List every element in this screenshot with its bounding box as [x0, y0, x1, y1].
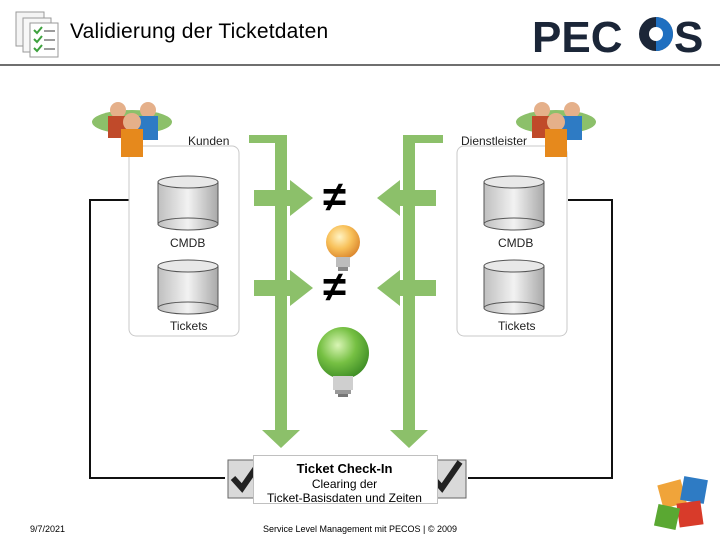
not-equal-symbol: ≠ — [323, 263, 347, 310]
customer-tickets-label: Tickets — [170, 319, 208, 333]
checklist-documents-icon — [15, 11, 59, 58]
customer-label: Kunden — [188, 134, 230, 148]
footer-date: 9/7/2021 — [30, 524, 66, 534]
checkin-title: Ticket Check-In — [296, 461, 393, 476]
customer-cmdb-database-icon — [157, 175, 219, 231]
checkin-subtitle-line2: Ticket-Basisdaten und Zeiten — [267, 491, 422, 505]
customer-tickets-database-icon — [157, 259, 219, 315]
connector-lines — [89, 199, 613, 479]
puzzle-icon — [653, 476, 708, 531]
customer-cmdb-label: CMDB — [170, 236, 206, 250]
customer-group-icon — [92, 102, 172, 157]
provider-cmdb-label: CMDB — [498, 236, 534, 250]
svg-text:PEC: PEC — [532, 13, 622, 62]
page-title: Validierung der Ticketdaten — [70, 20, 329, 43]
pecos-logo: PEC S — [532, 13, 703, 62]
orange-bulb-icon — [326, 225, 360, 271]
provider-group-icon — [516, 102, 596, 157]
not-equal-symbol: ≠ — [323, 173, 347, 220]
ticket-checkin-box — [253, 455, 438, 504]
provider-tickets-label: Tickets — [498, 319, 536, 333]
green-bulb-icon — [317, 327, 369, 397]
provider-label: Dienstleister — [461, 134, 528, 148]
compare-arrows — [254, 180, 436, 306]
provider-tickets-database-icon — [483, 259, 545, 315]
footer-text: Service Level Management mit PECOS | © 2… — [262, 524, 458, 534]
svg-text:S: S — [674, 13, 703, 62]
checkin-subtitle-line1: Clearing der — [311, 477, 378, 491]
provider-cmdb-database-icon — [483, 175, 545, 231]
header-divider — [0, 64, 720, 66]
